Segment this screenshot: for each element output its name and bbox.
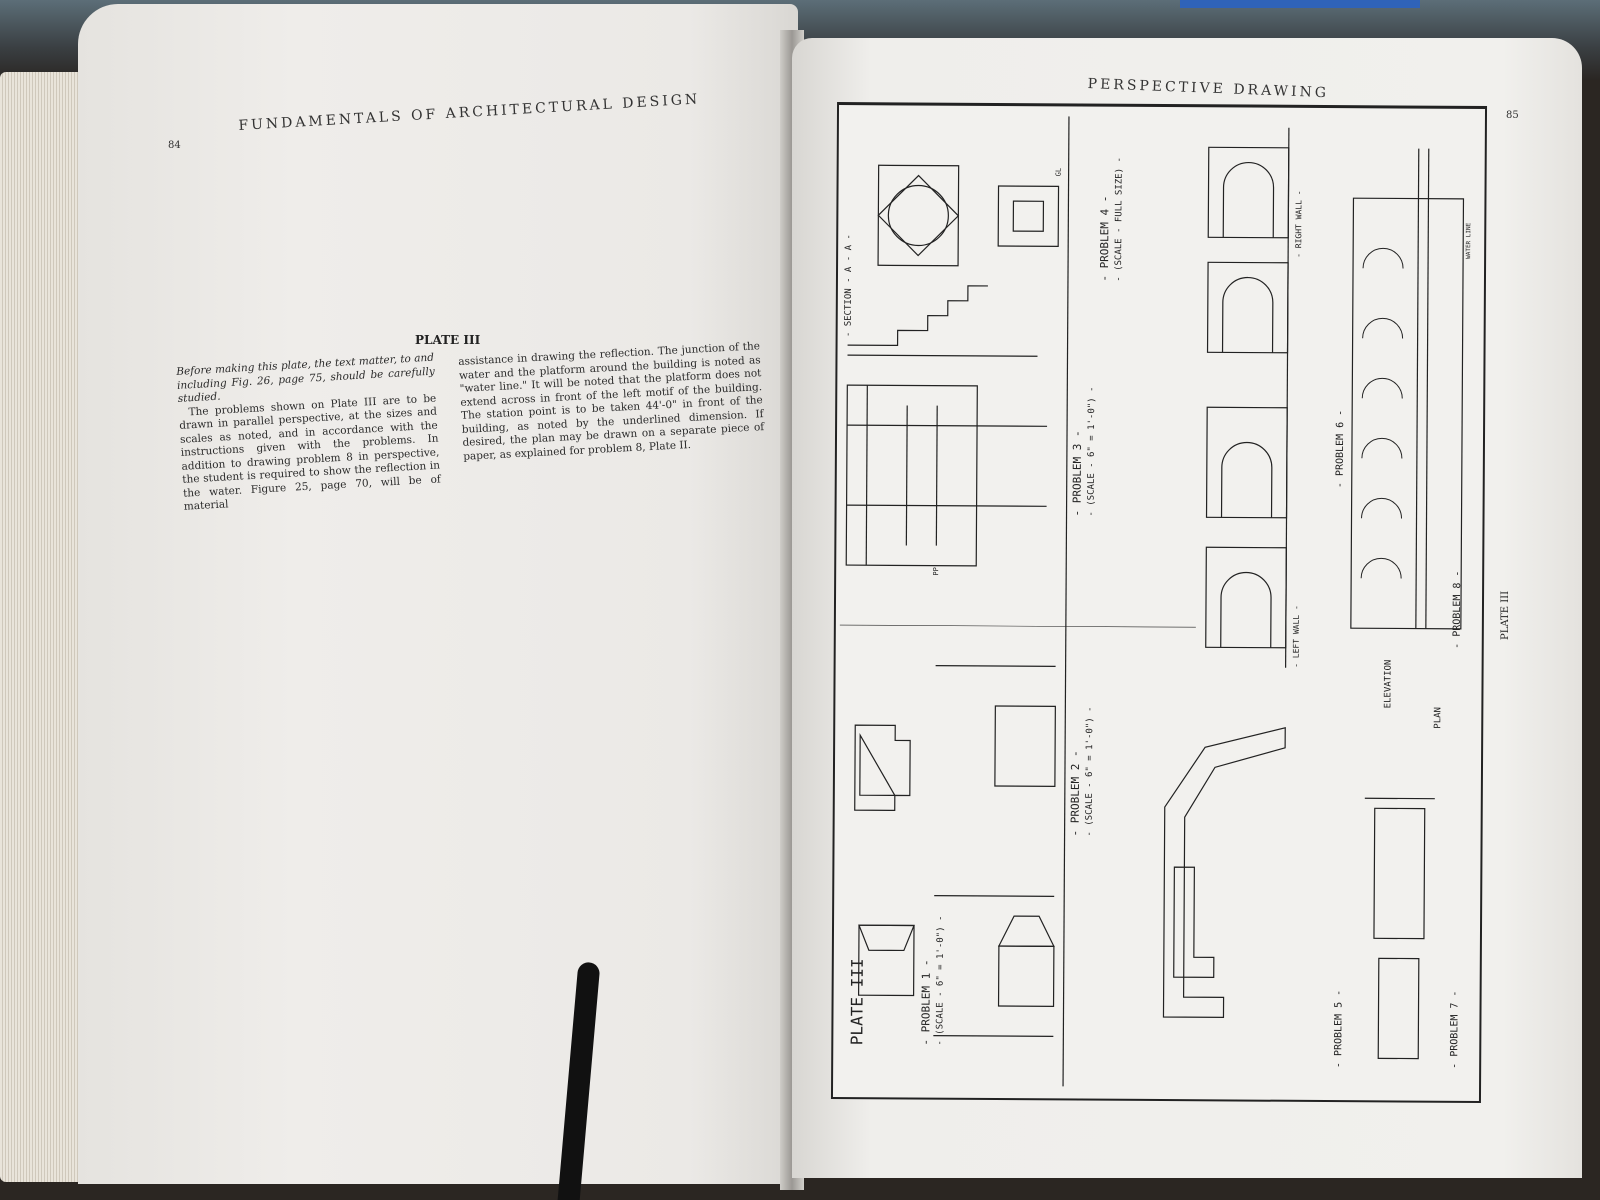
left-wall-label: - LEFT WALL -	[1291, 605, 1301, 668]
book-page-edges	[0, 72, 90, 1182]
problem-1-scale: - (SCALE - 6" = 1'-0") -	[935, 915, 947, 1046]
desk-object	[1180, 0, 1420, 8]
problem-3-scale: - (SCALE - 6" = 1'-0") -	[1086, 386, 1098, 517]
plate-drawing: PLATE III - PROBLEM 1 - - (SCALE - 6" = …	[830, 102, 1488, 1103]
left-page	[78, 4, 798, 1184]
paragraph-body: The problems shown on Plate III are to b…	[179, 392, 442, 513]
problem-6-label: - PROBLEM 6 -	[1334, 409, 1347, 489]
plate-margin-label: PLATE III	[1500, 590, 1511, 640]
plate-linework	[839, 116, 1465, 1087]
water-line-label: WATER LINE	[1465, 222, 1473, 259]
section-label: - SECTION - A - A -	[843, 234, 855, 338]
problem-1-label: - PROBLEM 1 -	[919, 959, 933, 1046]
plate-title-label: PLATE III	[847, 958, 867, 1046]
paragraph-continued: assistance in drawing the reflection. Th…	[458, 340, 765, 463]
right-wall-label: - RIGHT WALL -	[1294, 190, 1304, 258]
problem-2-label: - PROBLEM 2 -	[1068, 750, 1083, 837]
plan-label: PLAN	[1433, 706, 1444, 729]
text-column-left: Before making this plate, the text matte…	[176, 352, 442, 515]
problem-5-label: - PROBLEM 5 -	[1333, 989, 1345, 1069]
picture-plane-label: PP	[932, 567, 941, 576]
problem-3-label: - PROBLEM 3 -	[1070, 430, 1085, 517]
problem-8-label: - PROBLEM 8 -	[1451, 570, 1464, 649]
ground-line-label: GL	[1054, 167, 1063, 177]
left-page-number: 84	[168, 140, 181, 151]
problem-7-label: - PROBLEM 7 -	[1449, 990, 1461, 1069]
plate-heading: PLATE III	[415, 333, 481, 347]
right-page-number: 85	[1506, 110, 1519, 121]
elevation-label: ELEVATION	[1383, 659, 1394, 709]
problem-4-scale: - (SCALE - FULL SIZE) -	[1113, 157, 1125, 282]
text-column-right: assistance in drawing the reflection. Th…	[458, 340, 765, 464]
problem-4-label: - PROBLEM 4 -	[1097, 195, 1112, 282]
problem-2-scale: - (SCALE - 6" = 1'-0") -	[1084, 706, 1096, 837]
